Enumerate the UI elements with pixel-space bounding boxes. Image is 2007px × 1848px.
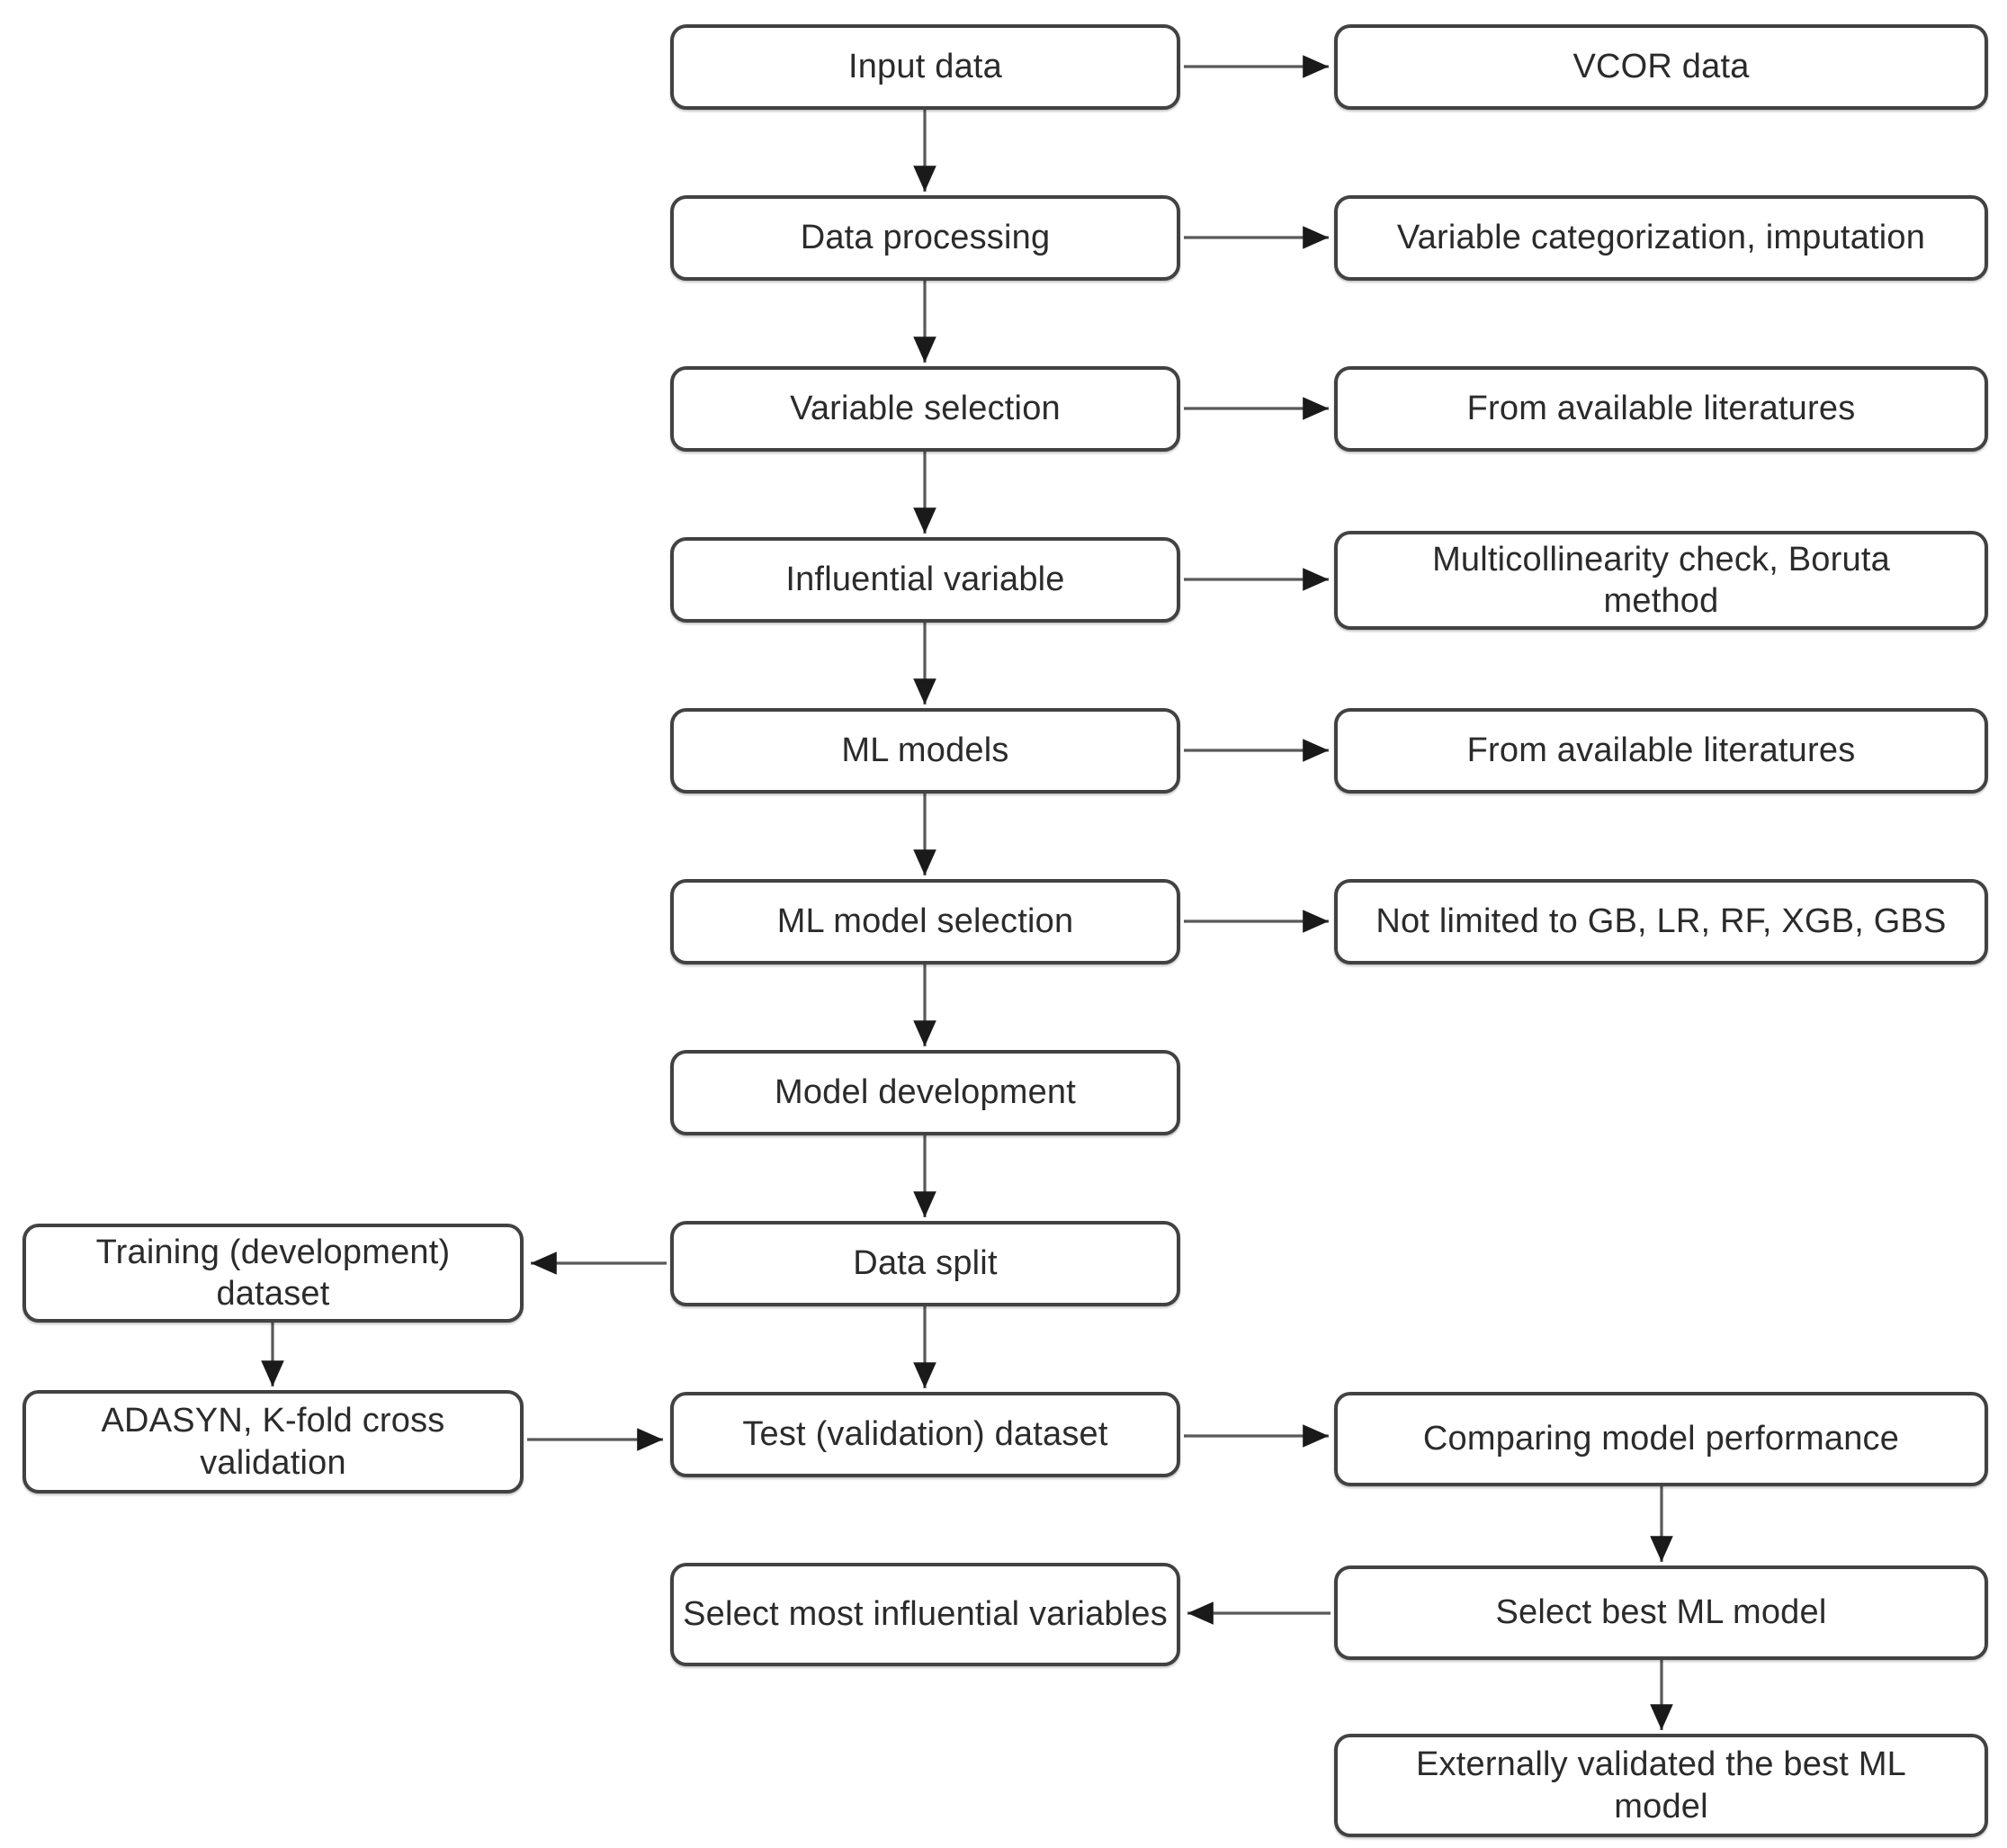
node-model-development-label: Model development xyxy=(774,1073,1077,1112)
node-ml-model-selection-label: ML model selection xyxy=(776,902,1074,941)
node-data-split-label: Data split xyxy=(853,1244,998,1283)
node-from-literature-2-label: From available literatures xyxy=(1466,731,1856,770)
node-select-influential-label: Select most influential variables xyxy=(683,1595,1168,1634)
node-external-validation-label: Externally validated the best ML model xyxy=(1415,1745,1907,1826)
node-test-dataset-label: Test (validation) dataset xyxy=(742,1415,1108,1454)
node-multicollinearity-label: Multicollinearity check, Boruta method xyxy=(1432,540,1890,620)
node-comparing-performance: Comparing model performance xyxy=(1334,1392,1988,1486)
node-input-data-label: Input data xyxy=(847,48,1003,86)
node-ml-model-selection: ML model selection xyxy=(670,879,1180,964)
node-data-split: Data split xyxy=(670,1221,1180,1306)
node-data-processing: Data processing xyxy=(670,195,1180,281)
node-variable-selection-label: Variable selection xyxy=(790,390,1061,428)
node-select-best-model-label: Select best ML model xyxy=(1495,1593,1827,1632)
node-not-limited-label: Not limited to GB, LR, RF, XGB, GBS xyxy=(1375,902,1947,941)
node-ml-models-label: ML models xyxy=(841,731,1009,770)
node-adasyn-label: ADASYN, K-fold cross validation xyxy=(101,1402,445,1482)
node-from-literature-2: From available literatures xyxy=(1334,708,1988,794)
node-not-limited: Not limited to GB, LR, RF, XGB, GBS xyxy=(1334,879,1988,964)
node-external-validation: Externally validated the best ML model xyxy=(1334,1734,1988,1837)
node-from-literature-1-label: From available literatures xyxy=(1466,390,1856,428)
node-data-processing-label: Data processing xyxy=(800,219,1051,257)
node-select-best-model: Select best ML model xyxy=(1334,1565,1988,1660)
node-influential-variable: Influential variable xyxy=(670,537,1180,623)
node-model-development: Model development xyxy=(670,1050,1180,1135)
node-comparing-performance-label: Comparing model performance xyxy=(1422,1420,1900,1458)
node-ml-models: ML models xyxy=(670,708,1180,794)
node-select-influential: Select most influential variables xyxy=(670,1563,1180,1666)
node-input-data: Input data xyxy=(670,24,1180,110)
node-adasyn: ADASYN, K-fold cross validation xyxy=(22,1390,524,1494)
node-variable-categorization-label: Variable categorization, imputation xyxy=(1396,219,1926,257)
node-training-dataset: Training (development) dataset xyxy=(22,1224,524,1323)
node-multicollinearity: Multicollinearity check, Boruta method xyxy=(1334,531,1988,630)
node-test-dataset: Test (validation) dataset xyxy=(670,1392,1180,1477)
node-training-dataset-label: Training (development) dataset xyxy=(95,1233,451,1313)
node-influential-variable-label: Influential variable xyxy=(785,561,1065,599)
node-vcor-data: VCOR data xyxy=(1334,24,1988,110)
node-vcor-data-label: VCOR data xyxy=(1572,48,1750,86)
node-variable-selection: Variable selection xyxy=(670,366,1180,452)
node-variable-categorization: Variable categorization, imputation xyxy=(1334,195,1988,281)
node-from-literature-1: From available literatures xyxy=(1334,366,1988,452)
